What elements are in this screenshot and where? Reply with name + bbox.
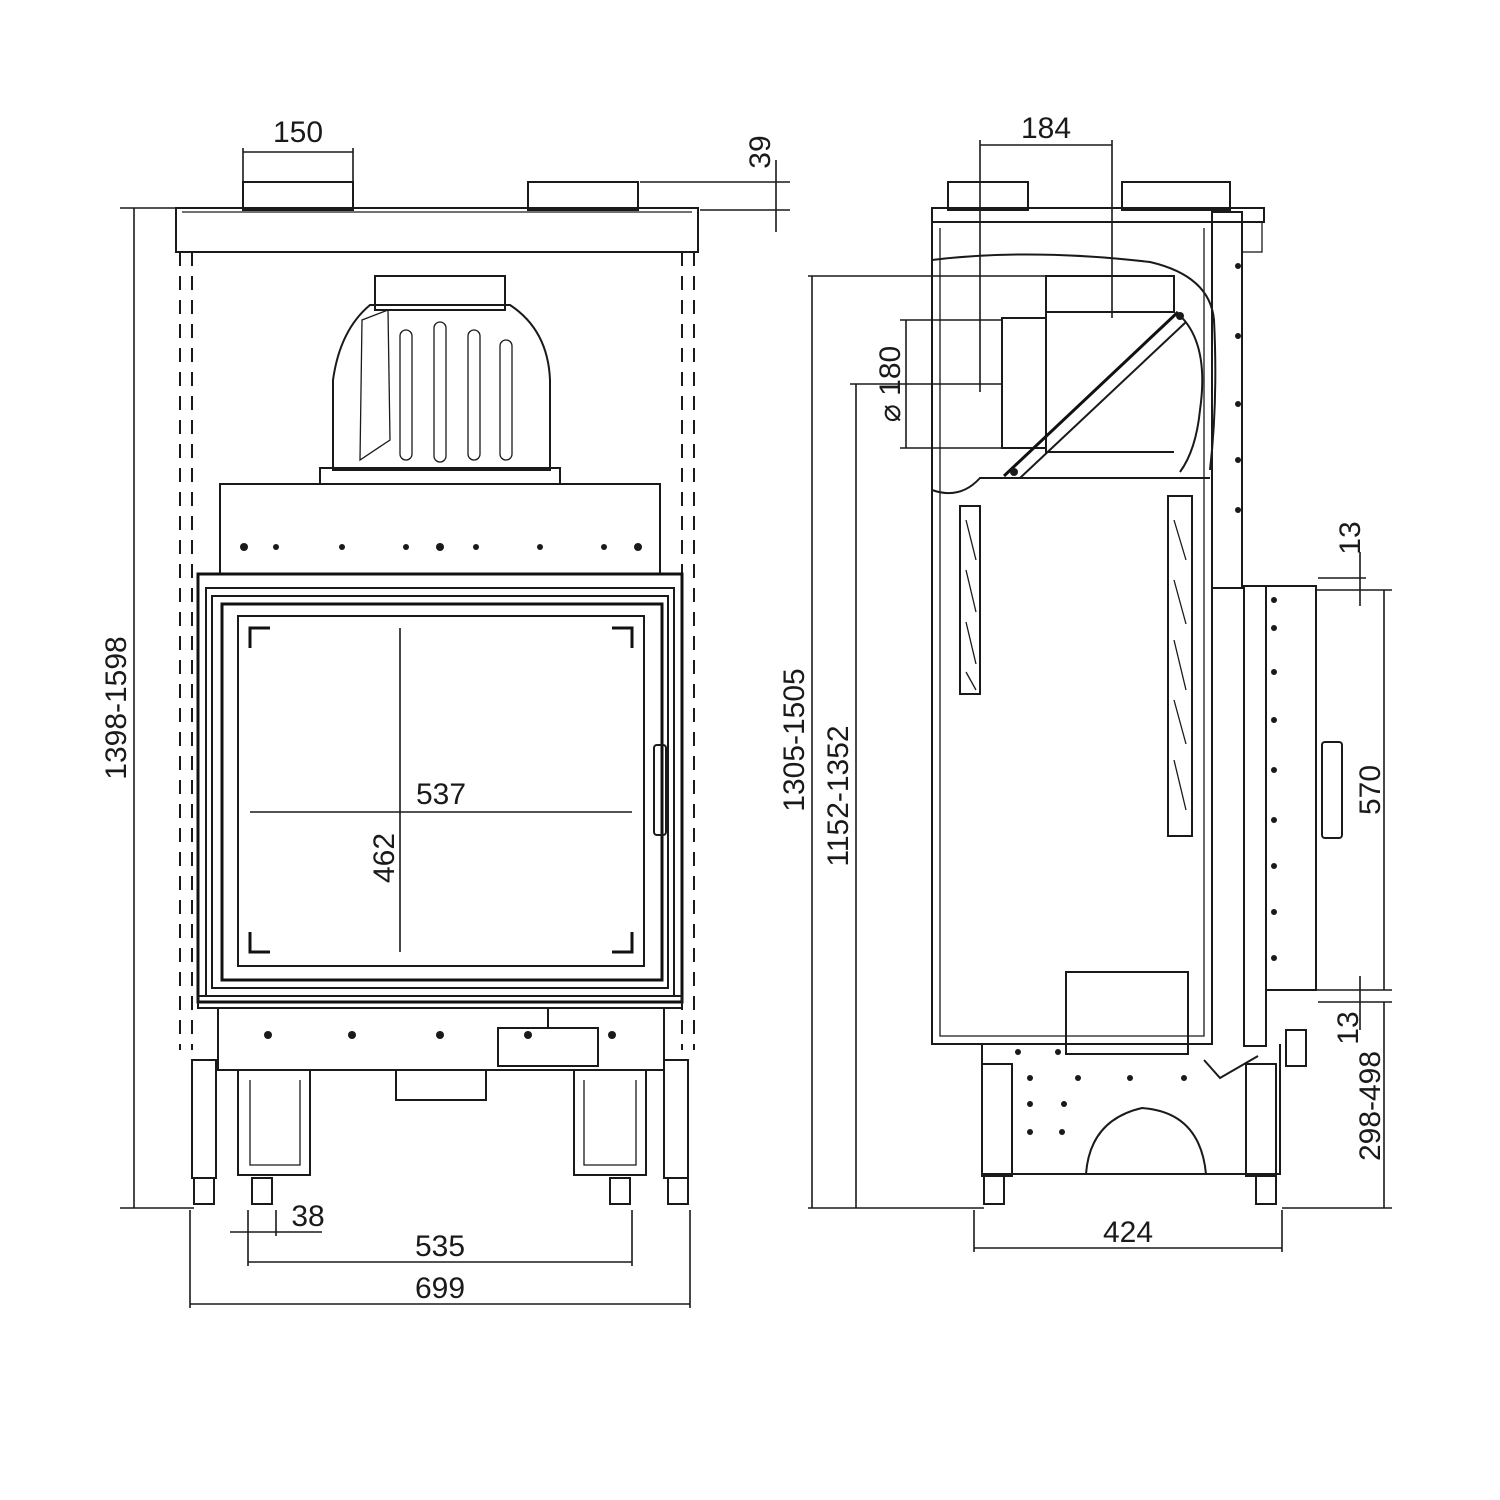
- heat-exchanger-dome: [332, 304, 551, 471]
- dim-flue-width: 150: [273, 116, 323, 149]
- side-flue-collar-left: [947, 181, 1029, 211]
- dim-glass-height: 462: [368, 833, 401, 883]
- front-column: [1211, 211, 1243, 589]
- side-view: [931, 181, 1343, 1205]
- dim-total-width: 699: [415, 1272, 465, 1305]
- side-flue-collar-right: [1121, 181, 1231, 211]
- dim-door-gap-bottom: 13: [1332, 1011, 1365, 1044]
- side-foot-left: [983, 1175, 1005, 1205]
- side-dimensions: 184 ⌀ 180 1305-1505 1152-1352 13 570 13 …: [778, 112, 1392, 1252]
- side-body: [931, 221, 1213, 1045]
- dim-foot-width: 38: [291, 1200, 324, 1233]
- side-handle: [1321, 741, 1343, 839]
- leg-left: [237, 1070, 311, 1176]
- dome-collar: [374, 275, 506, 311]
- side-door: [1265, 585, 1317, 991]
- top-hood: [175, 207, 699, 253]
- glass-outer: [220, 602, 664, 982]
- air-control-box: [497, 1027, 599, 1067]
- flue-collar-right: [527, 181, 639, 211]
- leg-right: [573, 1070, 647, 1176]
- upper-panel: [219, 483, 661, 575]
- side-vent-right: [1167, 495, 1193, 837]
- side-leg-left: [981, 1063, 1013, 1177]
- dim-depth: 424: [1103, 1216, 1153, 1249]
- side-leg-right: [1245, 1063, 1277, 1177]
- side-vent-left: [959, 505, 981, 695]
- side-flue-outlet: [1001, 317, 1047, 449]
- front-view: [175, 181, 699, 1205]
- dim-glass-width: 537: [416, 778, 466, 811]
- foot-1: [193, 1177, 215, 1205]
- dim-flue-offset: 184: [1021, 112, 1071, 145]
- ash-lip: [395, 1069, 487, 1101]
- dim-total-height: 1398-1598: [100, 636, 133, 779]
- dim-foot-spacing: 535: [415, 1230, 465, 1263]
- dim-top-offset: 39: [744, 135, 777, 168]
- glass: [237, 615, 645, 967]
- ash-box: [1065, 971, 1189, 1055]
- front-dimensions: 150 39 1398-1598 537 462 38 535 699: [100, 116, 790, 1308]
- dim-door-base-height: 298-498: [1354, 1051, 1387, 1161]
- door-frame: [196, 572, 684, 1004]
- door-handle: [653, 744, 667, 836]
- foot-4: [667, 1177, 689, 1205]
- side-foot-right: [1255, 1175, 1277, 1205]
- foot-2: [251, 1177, 273, 1205]
- foot-3: [609, 1177, 631, 1205]
- door: [211, 595, 669, 989]
- dim-outlet-height: 1305-1505: [778, 668, 811, 811]
- dim-door-height: 570: [1354, 765, 1387, 815]
- side-door-frame: [1243, 585, 1267, 1047]
- dim-door-gap-top: 13: [1334, 521, 1367, 554]
- flue-collar-left: [242, 181, 354, 211]
- dim-flue-center-height: 1152-1352: [822, 725, 855, 866]
